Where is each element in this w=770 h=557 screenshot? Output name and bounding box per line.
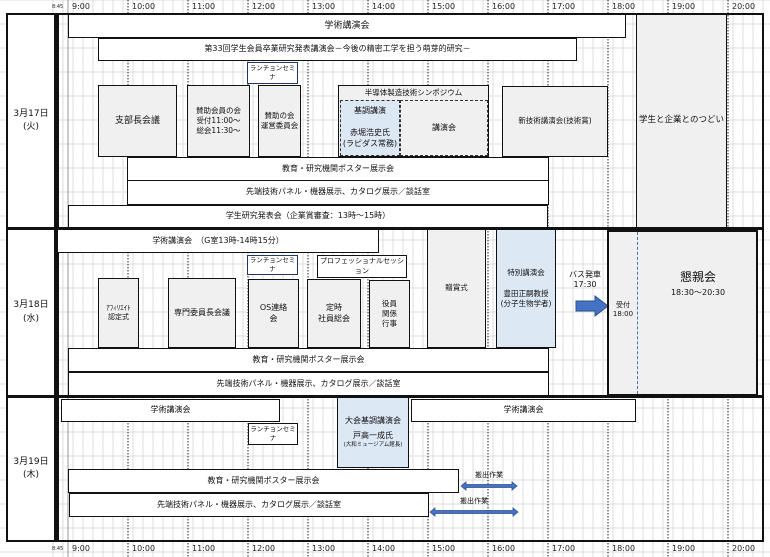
removal-label-2: 搬出作業	[460, 497, 488, 505]
event-new-tech[interactable]: 新技術講演会(技術賞)	[502, 86, 608, 157]
time-label: 12:00	[252, 544, 276, 553]
event-panel-19[interactable]: 先端技術パネル・機器展示、カタログ展示／談話室	[69, 493, 429, 517]
bus-departure: バス発車 17:30	[569, 270, 601, 290]
event-award-ceremony[interactable]: 贈賞式	[427, 229, 486, 348]
event-student-research[interactable]: 学生研究発表会（企業賞審査：13時～15時）	[68, 205, 548, 228]
time-label: 19:00	[672, 2, 696, 11]
time-label: 12:00	[252, 2, 276, 11]
time-label: 15:00	[432, 2, 456, 11]
event-poster-19[interactable]: 教育・研究機関ポスター展示会	[68, 469, 459, 493]
removal-arrow-1-icon	[460, 481, 518, 491]
event-lecture-17[interactable]: 講演会	[400, 100, 488, 156]
event-student-industry[interactable]: 学生と企業とのつどい	[636, 14, 727, 228]
time-label: 13:00	[312, 2, 336, 11]
time-label: 20:00	[732, 544, 756, 553]
bus-arrow-icon	[575, 295, 609, 317]
event-poster-18[interactable]: 教育・研究機関ポスター展示会	[68, 348, 549, 372]
event-supporting-committee[interactable]: 賛助の会 運営委員会	[258, 85, 301, 157]
time-label: 20:00	[732, 2, 756, 11]
time-start-label: 8:45	[52, 546, 64, 552]
event-branch-meeting[interactable]: 支部長会議	[98, 85, 177, 157]
keynote-title: 大会基調講演会	[345, 415, 401, 425]
banquet-reception-divider	[637, 232, 638, 394]
time-label: 16:00	[492, 544, 516, 553]
event-academic-lecture-19-am[interactable]: 学術講演会	[61, 399, 280, 422]
banquet-title: 懇親会	[679, 270, 716, 284]
time-label: 13:00	[312, 544, 336, 553]
event-academic-lecture-17[interactable]: 学術講演会	[68, 14, 626, 38]
event-luncheon-18[interactable]: ランチョンセミナ	[247, 255, 298, 275]
day-row-19	[56, 396, 764, 542]
time-label: 16:00	[492, 2, 516, 11]
time-label: 17:00	[552, 544, 576, 553]
event-general-meeting[interactable]: 定時 社員総会	[307, 279, 361, 348]
banquet-time: 18:30～20:30	[670, 288, 726, 297]
event-keynote-19[interactable]: 大会基調講演会 戸高一成氏 (大和ミュージアム館長)	[337, 397, 409, 468]
event-professional-session[interactable]: プロフェッショナルセッション	[317, 255, 407, 278]
event-os-liaison[interactable]: OS連絡 会	[248, 279, 299, 348]
removal-label-1: 搬出作業	[475, 471, 503, 479]
time-label: 11:00	[192, 2, 216, 11]
time-label: 11:00	[192, 544, 216, 553]
event-academic-lecture-18[interactable]: 学術講演会 （G室13時-14時15分）	[57, 229, 379, 253]
event-panel-17[interactable]: 先端技術パネル・機器展示、カタログ展示／談話室	[127, 180, 549, 205]
time-label: 18:00	[612, 544, 636, 553]
event-poster-17[interactable]: 教育・研究機関ポスター展示会	[127, 157, 549, 181]
day-label-18: 3月18日 (水)	[6, 228, 56, 397]
event-panel-18[interactable]: 先端技術パネル・機器展示、カタログ展示／談話室	[68, 372, 549, 396]
symposium-title: 半導体製造技術シンポジウム	[364, 88, 463, 97]
event-special-lecture[interactable]: 特別講演会 豊田正嗣教授 (分子生物学者)	[496, 229, 556, 348]
event-committee-chairs[interactable]: 専門委員長会議	[168, 278, 236, 348]
event-luncheon-19[interactable]: ランチョンセミナ	[248, 423, 298, 445]
event-academic-lecture-19-pm[interactable]: 学術講演会	[411, 399, 636, 422]
time-label: 9:00	[72, 2, 90, 11]
removal-arrow-2-icon	[429, 507, 519, 517]
time-label: 15:00	[432, 544, 456, 553]
time-label: 14:00	[372, 544, 396, 553]
event-officers[interactable]: 役員 関係 行事	[369, 280, 410, 348]
event-affiliate[interactable]: ｱﾌｨﾘｴｲﾄ 認定式	[98, 278, 139, 348]
time-label: 10:00	[132, 2, 156, 11]
day-label-19: 3月19日 (木)	[6, 396, 56, 542]
event-supporting-members[interactable]: 賛助会員の会 受付11:00～ 総会11:30～	[187, 85, 250, 157]
time-label: 19:00	[672, 544, 696, 553]
time-start-label: 8:45	[52, 4, 64, 10]
keynote-affiliation: (大和ミュージアム館長)	[343, 441, 403, 448]
time-label: 17:00	[552, 2, 576, 11]
time-label: 9:00	[72, 544, 90, 553]
banquet-reception: 受付 18:00	[612, 301, 634, 319]
keynote-speaker: 戸高一成氏	[353, 430, 393, 440]
event-banquet[interactable]	[607, 230, 758, 396]
time-label: 14:00	[372, 2, 396, 11]
time-label: 18:00	[612, 2, 636, 11]
event-luncheon-17[interactable]: ランチョンセミナ	[247, 62, 298, 84]
day-label-17: 3月17日 (火)	[6, 13, 56, 229]
event-keynote-17[interactable]: 基調講演 赤堀浩史氏 (ラピダス常務)	[340, 100, 400, 156]
event-student-graduation-17[interactable]: 第33回学生会員卒業研究発表講演会－今後の精密工学を担う萌芽的研究－	[98, 38, 577, 61]
time-label: 10:00	[132, 544, 156, 553]
